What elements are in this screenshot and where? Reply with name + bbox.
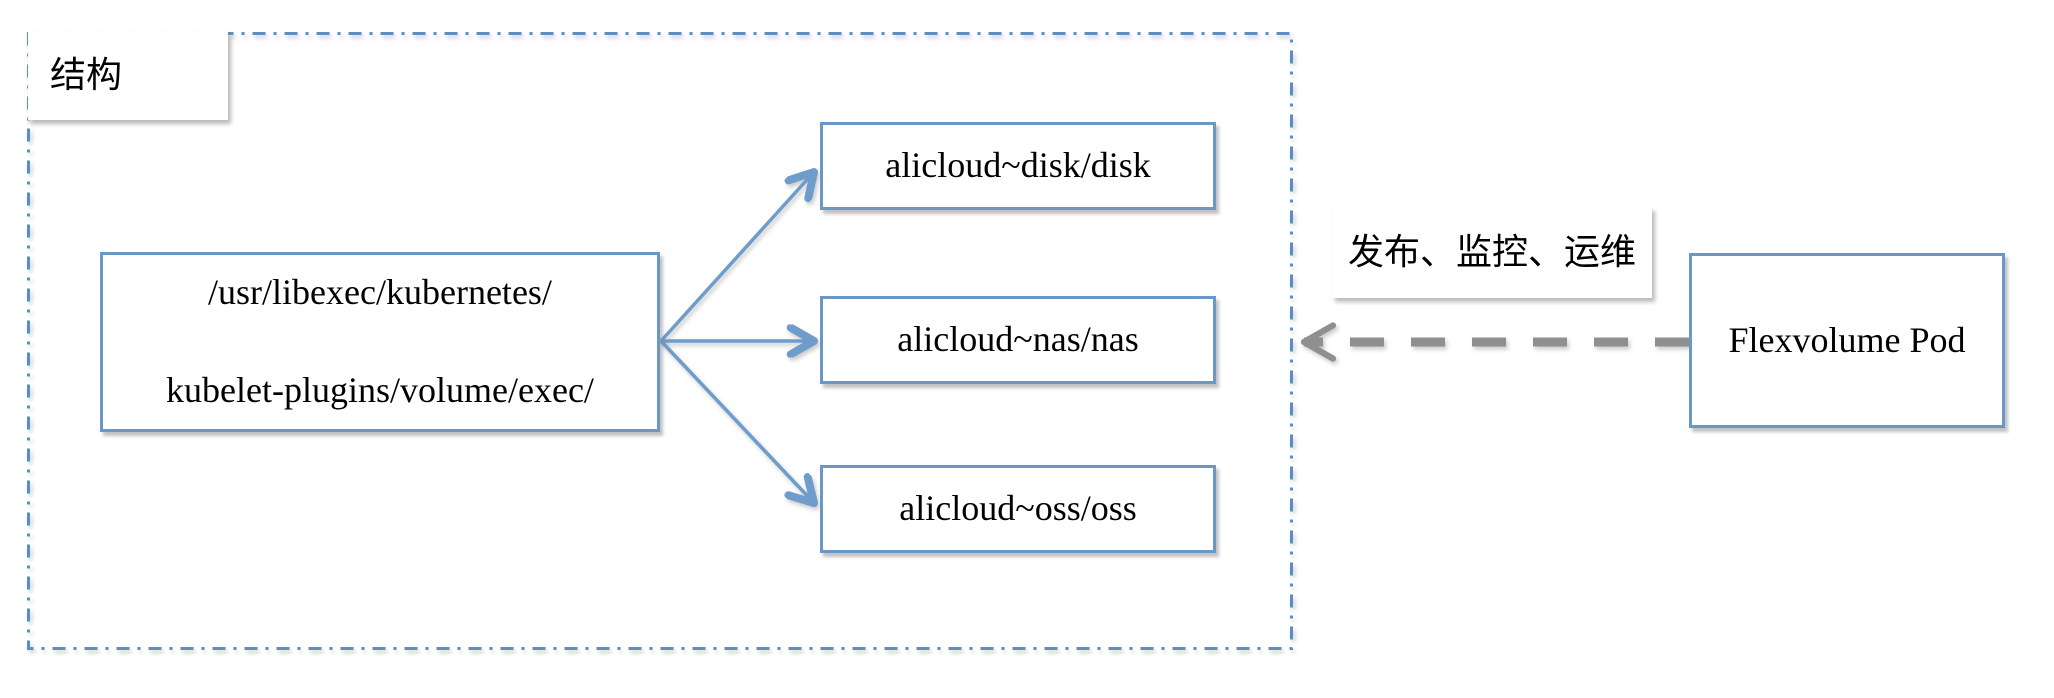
- plugin-box-oss: alicloud~oss/oss: [820, 465, 1216, 553]
- ops-arrow-label: 发布、监控、运维: [1332, 207, 1652, 298]
- arrow-to-oss: [659, 339, 814, 503]
- structure-label: 结构: [28, 32, 228, 120]
- plugin-dir-box: /usr/libexec/kubernetes/ kubelet-plugins…: [100, 252, 660, 432]
- plugin-dir-line1: /usr/libexec/kubernetes/: [208, 272, 552, 313]
- structure-label-text: 结构: [50, 55, 123, 96]
- structure-container-border: [27, 32, 1293, 650]
- plugin-box-disk: alicloud~disk/disk: [820, 122, 1216, 210]
- arrow-to-disk: [659, 172, 814, 343]
- plugin-box-nas: alicloud~nas/nas: [820, 296, 1216, 384]
- flexvolume-pod-box: Flexvolume Pod: [1689, 253, 2005, 428]
- plugin-dir-line2: kubelet-plugins/volume/exec/: [166, 370, 594, 410]
